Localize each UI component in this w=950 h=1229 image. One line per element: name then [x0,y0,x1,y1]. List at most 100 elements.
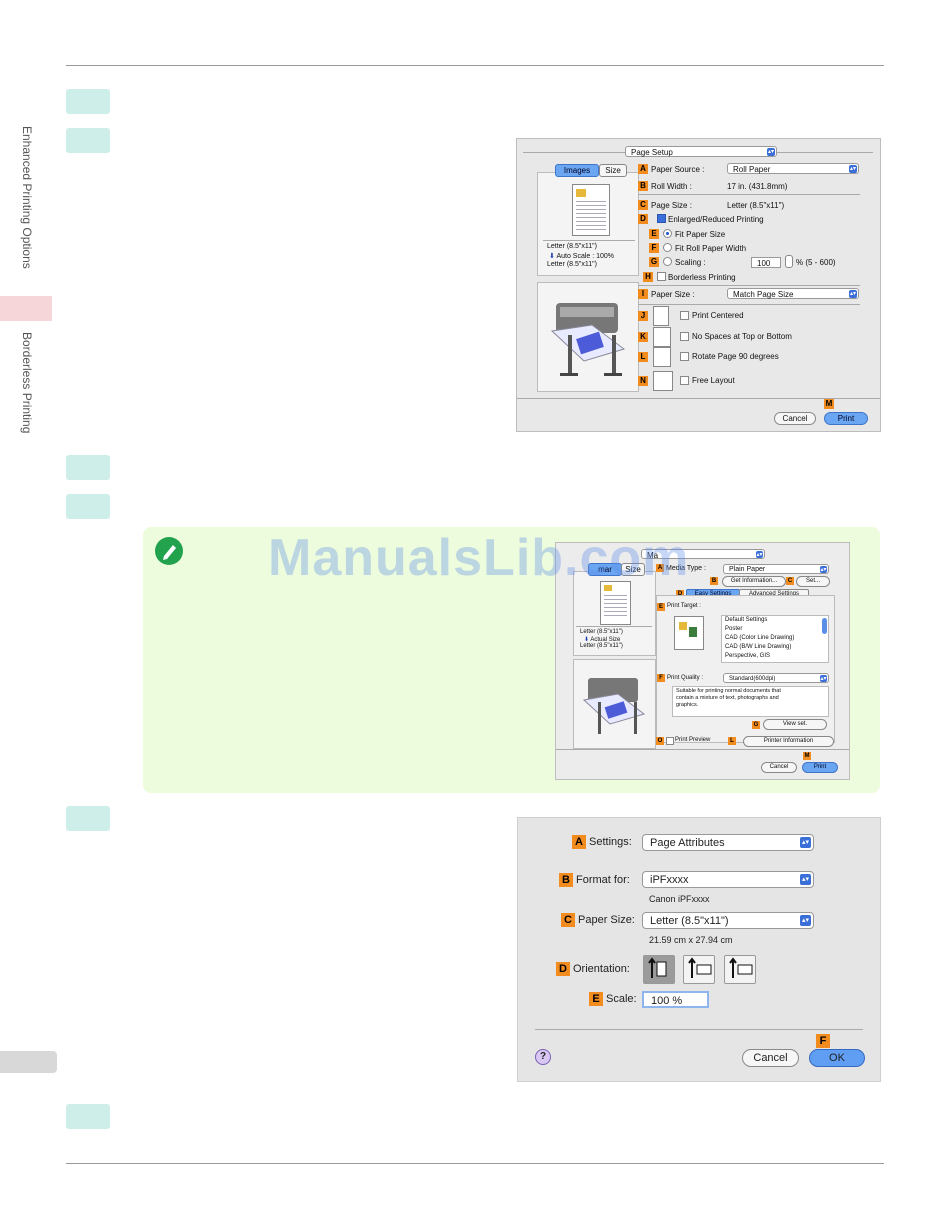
scaling-range: % (5 - 600) [796,258,836,267]
list-scrollbar[interactable] [822,618,827,634]
roll-width-label: Roll Width : [651,182,692,191]
page-size-label: Page Size : [651,201,692,210]
media-type-select[interactable]: Plain Paper▴▾ [723,564,829,574]
printer-illustration [550,303,626,376]
list-item[interactable]: CAD (B/W Line Drawing) [725,644,792,650]
printer-image-pane [537,282,639,392]
popup-arrow-icon: ▴▾ [849,165,857,173]
borderless-printing-checkbox[interactable] [657,272,666,281]
label-l: L [728,737,736,745]
landscape-reverse-icon [729,957,753,978]
print-centered-icon [653,306,669,326]
label-d: D [676,590,684,598]
rotate-page-icon [653,347,671,367]
list-item[interactable]: Default Settings [725,617,768,623]
paper-size-sub: 21.59 cm x 27.94 cm [649,935,733,945]
main-popup[interactable]: Ma▴▾ [641,549,765,560]
label-n: N [638,376,648,386]
list-item[interactable]: CAD (Color Line Drawing) [725,635,795,641]
print-preview-checkbox[interactable] [666,737,674,745]
format-for-select[interactable]: iPFxxxx▴▾ [642,871,814,888]
label-a: A [572,835,586,849]
tab-images[interactable]: Images [555,164,599,177]
watermark: ManualsLib.com [268,529,690,587]
popup-arrow-icon: ▴▾ [800,874,811,885]
label-f: F [816,1034,830,1048]
top-rule [66,65,884,66]
step-marker [66,806,110,831]
label-c: C [561,913,575,927]
page-attributes-dialog: A Settings: Page Attributes▴▾ B Format f… [517,817,881,1082]
label-i: I [638,289,648,299]
list-item[interactable]: Perspective, GIS [725,653,771,659]
tab-size[interactable]: Size [621,563,645,576]
list-item[interactable]: Poster [725,626,743,632]
page-preview-thumbnail [572,184,610,236]
printer-information-button[interactable]: Printer Information [743,736,834,747]
paper-size-label: Paper Size : [651,290,695,299]
print-quality-select[interactable]: Standard(600dpi)▴▾ [723,673,829,683]
no-spaces-checkbox[interactable] [680,332,689,341]
description-box: Suitable for printing normal documents t… [672,686,829,717]
free-layout-checkbox[interactable] [680,376,689,385]
printer-image-pane [573,659,656,749]
popup-arrow-icon: ▴▾ [800,837,811,848]
print-button[interactable]: Print [824,412,868,425]
cancel-button[interactable]: Cancel [742,1049,799,1067]
paper-size-select[interactable]: Letter (8.5"x11")▴▾ [642,912,814,929]
enlarged-reduced-checkbox[interactable] [657,214,666,223]
view-set-button[interactable]: View set. [763,719,827,730]
no-spaces-label: No Spaces at Top or Bottom [692,332,792,341]
print-button[interactable]: Print [802,762,838,773]
tab-size[interactable]: Size [599,164,627,177]
orientation-icons [648,957,753,978]
print-centered-checkbox[interactable] [680,311,689,320]
cancel-button[interactable]: Cancel [761,762,797,773]
format-for-sub: Canon iPFxxxx [649,894,710,904]
scale-input[interactable]: 100 % [642,991,709,1008]
print-target-label: Print Target : [667,603,701,609]
help-button[interactable]: ? [535,1049,551,1065]
step-marker [66,128,110,153]
popup-arrow-icon: ▴▾ [820,675,827,682]
format-for-label: Format for: [576,874,630,886]
label-c: C [786,577,794,585]
page-size-value: Letter (8.5"x11") [727,201,785,210]
label-c: C [638,200,648,210]
step-marker [66,89,110,114]
get-information-button[interactable]: Get Information... [722,576,786,587]
label-a: A [656,564,664,572]
label-h: H [643,272,653,282]
description-text: Suitable for printing normal documents t… [676,688,781,708]
scaling-radio[interactable] [663,257,672,266]
preview-caption-2: ⬇ Actual Size [584,637,621,643]
label-m: M [803,752,811,760]
settings-label: Settings: [589,836,632,848]
paper-size-label: Paper Size: [578,914,635,926]
label-a: A [638,164,648,174]
fit-roll-width-radio[interactable] [663,243,672,252]
cancel-button[interactable]: Cancel [774,412,816,425]
sidebar-active-marker [0,296,52,321]
fit-paper-size-radio[interactable] [663,229,672,238]
note-pencil-icon [155,537,183,565]
scaling-stepper[interactable] [785,255,793,268]
page-tab [0,1051,57,1073]
paper-source-select[interactable]: Roll Paper▴▾ [727,163,859,174]
label-j: J [638,311,648,321]
print-target-list[interactable]: Default Settings Poster CAD (Color Line … [721,615,829,663]
preview-caption-3: Letter (8.5"x11") [547,261,597,268]
scaling-input[interactable]: 100 [751,257,781,268]
media-type-label: Media Type : [666,565,706,572]
roll-width-value: 17 in. (431.8mm) [727,182,788,191]
printer-illustration [582,678,646,734]
print-centered-label: Print Centered [692,311,744,320]
paper-size-select[interactable]: Match Page Size▴▾ [727,288,859,299]
label-k: K [638,332,648,342]
page-setup-popup[interactable]: Page Setup▴▾ [625,146,777,157]
preview-caption-1: Letter (8.5"x11") [580,629,623,635]
settings-select[interactable]: Page Attributes▴▾ [642,834,814,851]
set-button[interactable]: Set... [796,576,830,587]
rotate-page-checkbox[interactable] [680,352,689,361]
ok-button[interactable]: OK [809,1049,865,1067]
